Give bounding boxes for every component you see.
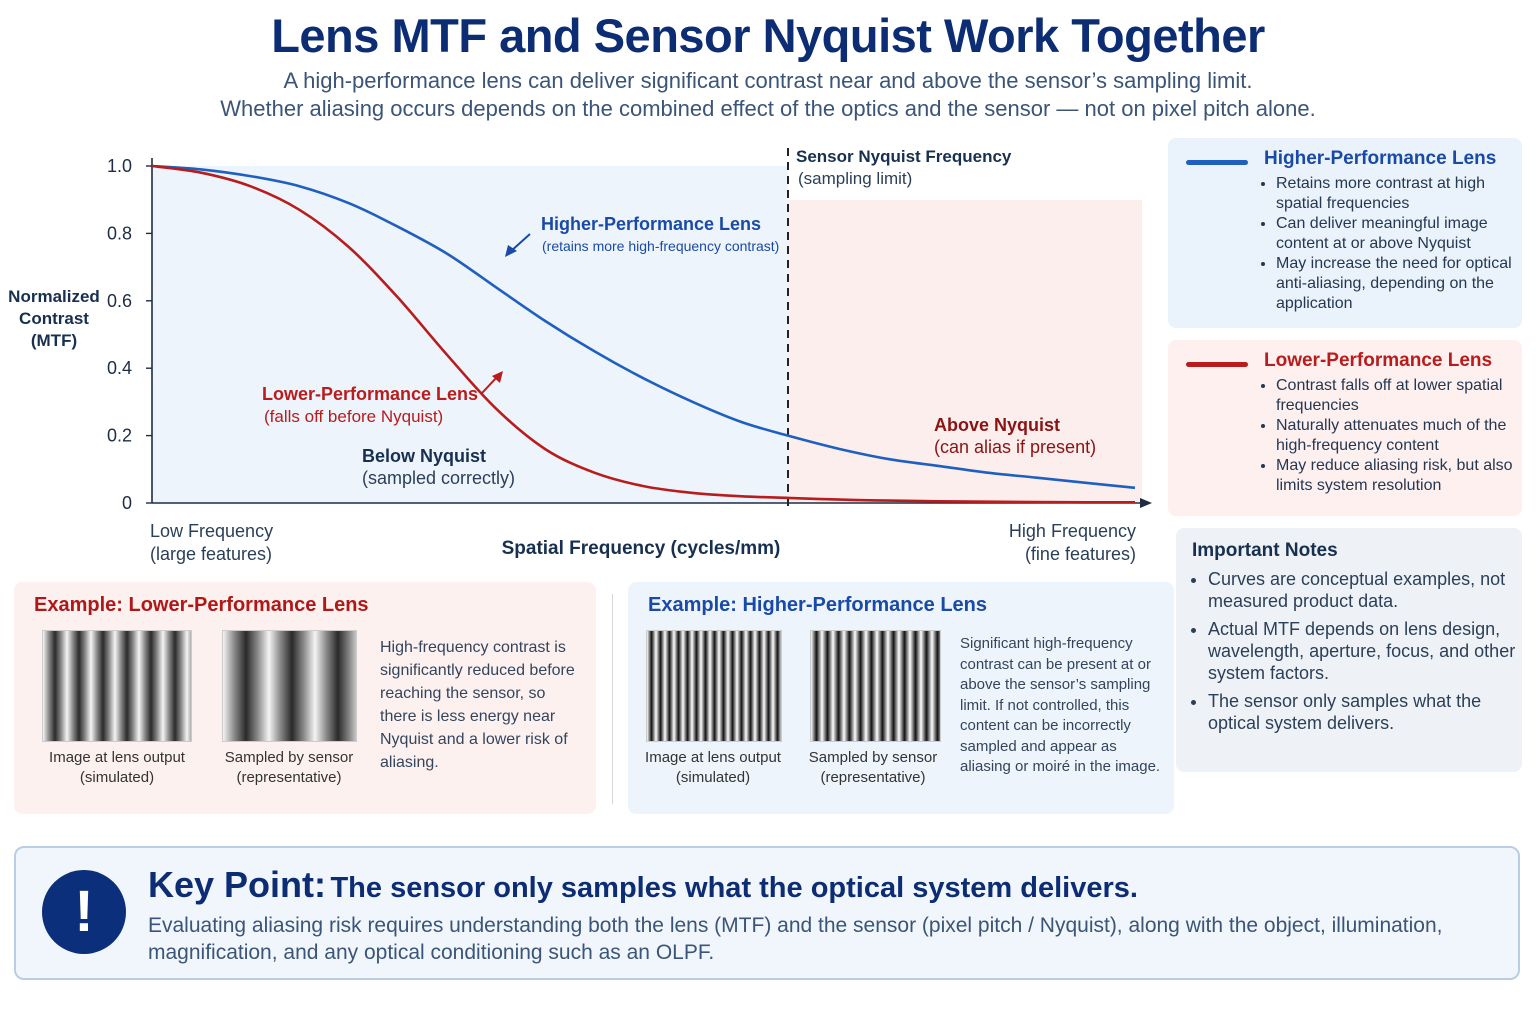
notes-title: Important Notes: [1192, 540, 1338, 561]
exclamation-icon: !: [42, 870, 126, 954]
below-nyquist-region: [152, 166, 789, 503]
note-bullet-2: Actual MTF depends on lens design, wavel…: [1208, 618, 1518, 684]
x-high-sublabel: (fine features): [1025, 544, 1136, 564]
y-tick-label: 0.6: [107, 291, 132, 311]
sensor-sampled-pattern-higher: [810, 630, 941, 742]
lower-curve-label: Lower-Performance Lens: [262, 384, 478, 404]
higher-curve-sublabel: (retains more high-frequency contrast): [542, 238, 779, 254]
higher-curve-arrowhead: [505, 245, 517, 257]
legend-higher-bullet-1: Retains more contrast at high spatial fr…: [1276, 174, 1524, 214]
example-higher-panel: Example: Higher-Performance Lens Image a…: [628, 582, 1174, 814]
below-nyquist-label: Below Nyquist: [362, 446, 486, 466]
subtitle-line-2: Whether aliasing occurs depends on the c…: [220, 96, 1316, 121]
x-axis-arrow: [1140, 498, 1152, 508]
lower-curve-sublabel: (falls off before Nyquist): [264, 407, 443, 426]
legend-higher-bullet-3: May increase the need for optical anti-a…: [1276, 254, 1524, 314]
x-low-sublabel: (large features): [150, 544, 272, 564]
notes-bullets: Curves are conceptual examples, not meas…: [1190, 568, 1518, 740]
below-nyquist-sublabel: (sampled correctly): [362, 468, 515, 488]
legend-card-higher: Higher-Performance Lens Retains more con…: [1168, 138, 1522, 328]
legend-title-lower: Lower-Performance Lens: [1264, 350, 1493, 371]
important-notes: Important Notes Curves are conceptual ex…: [1176, 528, 1522, 772]
key-point-heading: Key Point: The sensor only samples what …: [148, 864, 1138, 906]
higher-performance-curve: [151, 164, 1136, 490]
caption-sensor-lower: Sampled by sensor(representative): [224, 749, 354, 786]
legend-card-lower: Lower-Performance Lens Contrast falls of…: [1168, 340, 1522, 516]
panel-divider: [612, 594, 613, 804]
above-nyquist-sublabel: (can alias if present): [934, 437, 1096, 457]
legend-bullets-lower: Contrast falls off at lower spatial freq…: [1260, 376, 1524, 496]
y-tick-label: 0.8: [107, 223, 132, 243]
x-high-label: High Frequency: [1009, 521, 1136, 541]
nyquist-label: Sensor Nyquist Frequency: [796, 147, 1012, 166]
example-higher-title: Example: Higher-Performance Lens: [648, 594, 987, 616]
caption-lens-output-higher: Image at lens output(simulated): [645, 749, 781, 786]
x-axis-label: Spatial Frequency (cycles/mm): [502, 538, 781, 559]
subtitle-line-1: A high-performance lens can deliver sign…: [283, 68, 1253, 93]
lens-output-pattern-higher: [646, 630, 782, 742]
y-tick-label: 1.0: [107, 156, 132, 176]
legend-swatch-lower: [1186, 362, 1248, 367]
page-title: Lens MTF and Sensor Nyquist Work Togethe…: [271, 9, 1265, 62]
lower-performance-curve: [151, 164, 1136, 504]
key-point-label: Key Point:: [148, 864, 327, 905]
legend-higher-bullet-2: Can deliver meaningful image content at …: [1276, 214, 1524, 254]
key-point-headline: The sensor only samples what the optical…: [330, 872, 1138, 904]
legend-bullets-higher: Retains more contrast at high spatial fr…: [1260, 174, 1524, 314]
above-nyquist-region: [788, 200, 1142, 503]
above-nyquist-label: Above Nyquist: [934, 415, 1060, 435]
higher-curve-label: Higher-Performance Lens: [541, 214, 761, 234]
legend-swatch-higher: [1186, 160, 1248, 165]
y-tick-label: 0: [122, 493, 132, 513]
note-bullet-1: Curves are conceptual examples, not meas…: [1208, 568, 1518, 612]
nyquist-sublabel: (sampling limit): [798, 169, 912, 188]
lower-curve-arrowhead: [492, 371, 503, 383]
example-higher-description: Significant high-frequency contrast can …: [960, 635, 1161, 775]
key-point-box: ! Key Point: The sensor only samples wha…: [14, 846, 1520, 980]
legend-lower-bullet-1: Contrast falls off at lower spatial freq…: [1276, 376, 1524, 416]
y-tick-label: 0.4: [107, 358, 132, 378]
example-lower-panel: Example: Lower-Performance Lens Image at…: [14, 582, 596, 814]
key-point-body: Evaluating aliasing risk requires unders…: [148, 914, 1443, 964]
caption-sensor-higher: Sampled by sensor(representative): [808, 749, 938, 786]
lens-output-pattern-lower: [42, 630, 192, 742]
sensor-sampled-pattern-lower: [222, 630, 357, 742]
note-bullet-3: The sensor only samples what the optical…: [1208, 690, 1518, 734]
caption-lens-output-lower: Image at lens output(simulated): [49, 749, 185, 786]
legend-title-higher: Higher-Performance Lens: [1264, 148, 1497, 169]
example-lower-description: High-frequency contrast is significantly…: [380, 639, 575, 771]
x-low-label: Low Frequency: [150, 521, 273, 541]
y-tick-label: 0.2: [107, 426, 132, 446]
legend-lower-bullet-2: Naturally attenuates much of the high-fr…: [1276, 416, 1524, 456]
example-lower-title: Example: Lower-Performance Lens: [34, 594, 369, 616]
legend-lower-bullet-3: May reduce aliasing risk, but also limit…: [1276, 456, 1524, 496]
